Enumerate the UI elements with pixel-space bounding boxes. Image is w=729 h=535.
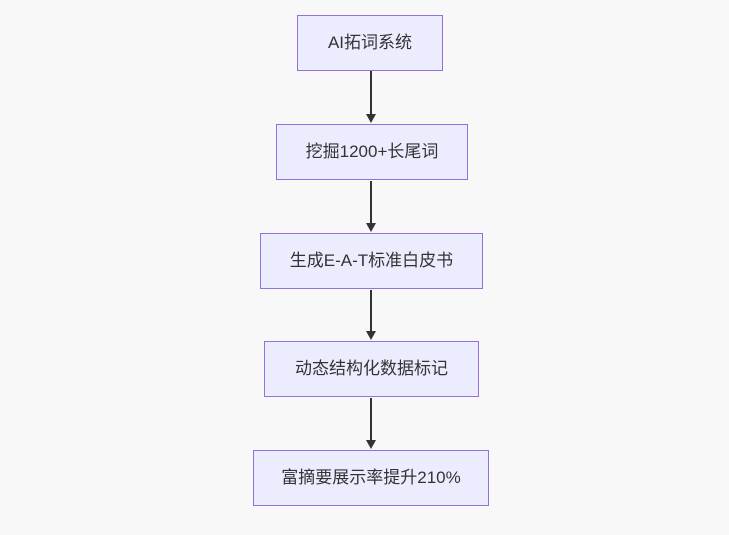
flow-node-label: AI拓词系统 bbox=[327, 32, 413, 52]
flow-node-label: 富摘要展示率提升210% bbox=[281, 467, 461, 487]
flow-node-label: 挖掘1200+长尾词 bbox=[305, 141, 439, 161]
arrow-down-icon bbox=[366, 114, 376, 123]
arrow-down-icon bbox=[366, 331, 376, 340]
flow-node-ai-keyword-system: AI拓词系统 bbox=[297, 15, 443, 71]
flow-edge-1 bbox=[365, 71, 377, 123]
flow-edge-2 bbox=[365, 181, 377, 232]
flow-edge-4 bbox=[365, 398, 377, 449]
flow-node-structured-data-markup: 动态结构化数据标记 bbox=[264, 341, 479, 397]
edge-line bbox=[370, 71, 372, 116]
edge-line bbox=[370, 181, 372, 225]
flow-node-rich-snippet-rate: 富摘要展示率提升210% bbox=[253, 450, 489, 506]
flow-edge-3 bbox=[365, 290, 377, 340]
edge-line bbox=[370, 398, 372, 442]
flow-node-mine-longtail-keywords: 挖掘1200+长尾词 bbox=[276, 124, 468, 180]
flow-node-label: 动态结构化数据标记 bbox=[295, 358, 448, 378]
flow-node-eat-whitepaper: 生成E-A-T标准白皮书 bbox=[260, 233, 483, 289]
arrow-down-icon bbox=[366, 223, 376, 232]
arrow-down-icon bbox=[366, 440, 376, 449]
flow-node-label: 生成E-A-T标准白皮书 bbox=[289, 250, 454, 270]
edge-line bbox=[370, 290, 372, 333]
